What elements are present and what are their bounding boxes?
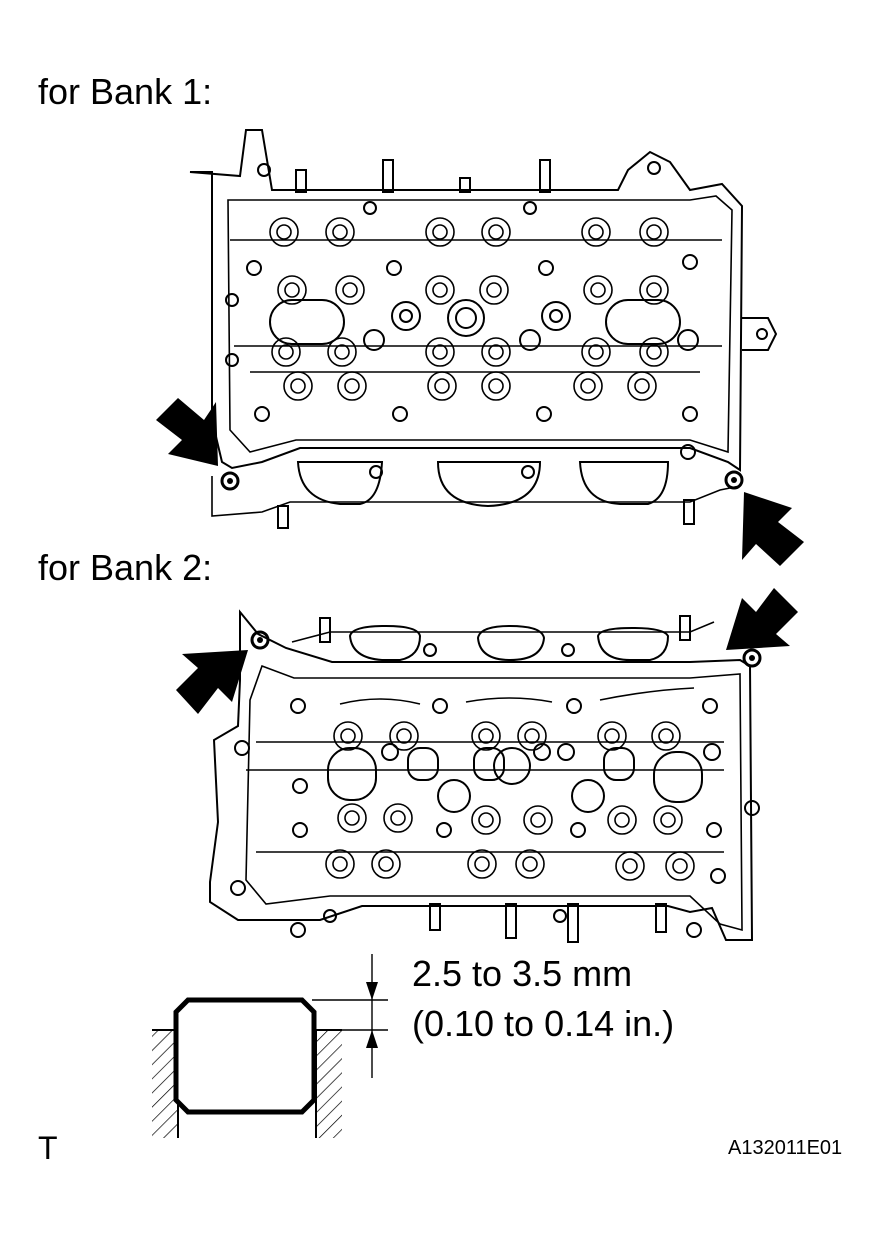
dimension-arrow-icon [366,982,378,1048]
bank1-heading: for Bank 1: [38,71,213,112]
corner-marker: T [38,1130,58,1166]
black-arrow-icon [176,650,248,714]
black-arrow-icon [726,588,798,650]
black-arrow-icon [742,492,804,566]
plug [173,997,317,1115]
bank2-cylinder-head [209,609,760,943]
right-hatched-wall [316,1030,342,1138]
black-arrow-icon [156,398,218,466]
bank2-heading: for Bank 2: [38,547,213,588]
bank2-sealant-point-left [250,630,270,650]
stud-installation-detail [152,954,388,1138]
figure-id: A132011E01 [728,1137,843,1159]
bank1-cylinder-head [189,129,778,529]
bank1-sealant-point-right [724,470,744,490]
protrusion-spec-metric: 2.5 to 3.5 mm [412,953,633,994]
protrusion-spec-imperial: (0.10 to 0.14 in.) [412,1003,675,1044]
bank1-sealant-point-left [220,471,240,491]
bank2-sealant-point-right [742,648,762,668]
